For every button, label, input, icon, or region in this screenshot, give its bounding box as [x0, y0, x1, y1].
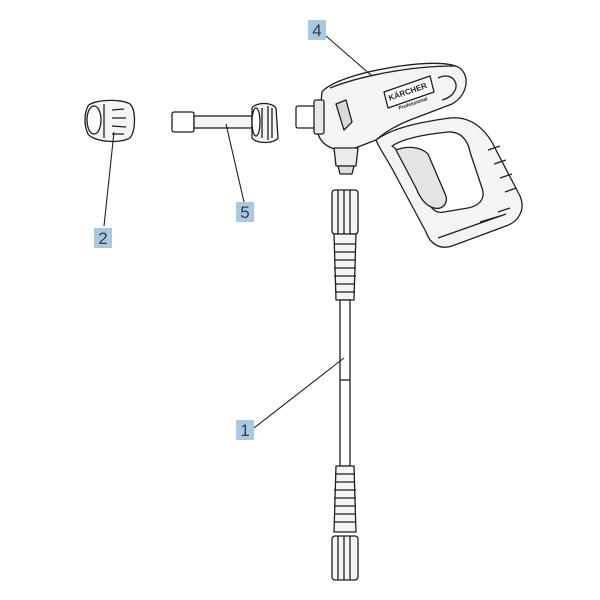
adapter-extension [171, 102, 279, 144]
leader-line-4 [325, 35, 373, 77]
callout-1: 1 [236, 420, 254, 440]
leader-line-2 [103, 131, 115, 227]
callout-5-label: 5 [240, 203, 249, 222]
callout-2-label: 2 [98, 229, 107, 248]
callout-2: 2 [94, 228, 112, 248]
extension-lance [331, 189, 359, 581]
callout-1-label: 1 [240, 421, 249, 440]
trigger-gun: KÄRCHER Professional [295, 62, 523, 248]
callout-4: 4 [308, 20, 326, 40]
callout-5: 5 [236, 202, 254, 222]
leader-line-1 [253, 357, 345, 429]
callout-4-label: 4 [312, 21, 321, 40]
nozzle-cap [84, 99, 136, 143]
leader-line-5 [225, 123, 245, 203]
